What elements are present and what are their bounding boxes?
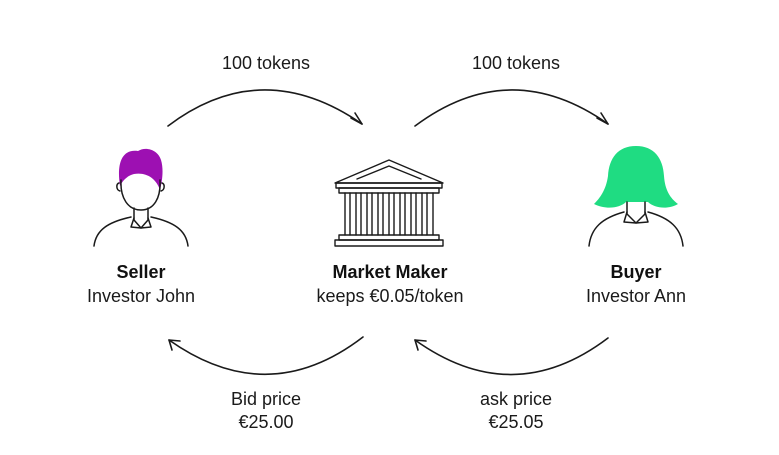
- buyer-block: Buyer Investor Ann: [586, 260, 686, 308]
- arrow-market-maker-to-seller: [168, 336, 364, 376]
- buyer-name: Investor Ann: [585, 286, 687, 306]
- market-maker-title: Market Maker: [332, 262, 448, 282]
- market-maker-note: keeps €0.05/token: [316, 286, 464, 306]
- bid-price-value: €25.00: [238, 412, 294, 432]
- ask-price-block: ask price €25.05: [480, 388, 552, 434]
- seller-block: Seller Investor John: [87, 260, 195, 308]
- arrow-seller-to-market-maker: [167, 89, 363, 127]
- bid-price-label: Bid price: [230, 389, 302, 409]
- seller-name: Investor John: [86, 286, 196, 306]
- bid-price-block: Bid price €25.00: [231, 388, 301, 434]
- seller-title: Seller: [116, 262, 166, 282]
- ask-price-label: ask price: [479, 389, 553, 409]
- buyer-title: Buyer: [610, 262, 662, 282]
- arrow-buyer-to-market-maker: [414, 337, 609, 376]
- arrow-market-maker-to-buyer: [414, 89, 609, 127]
- ask-price-value: €25.05: [488, 412, 544, 432]
- flow-label-seller-to-market-maker: 100 tokens: [221, 53, 311, 73]
- flow-label-market-maker-to-buyer: 100 tokens: [471, 53, 561, 73]
- market-maker-block: Market Maker keeps €0.05/token: [316, 260, 463, 308]
